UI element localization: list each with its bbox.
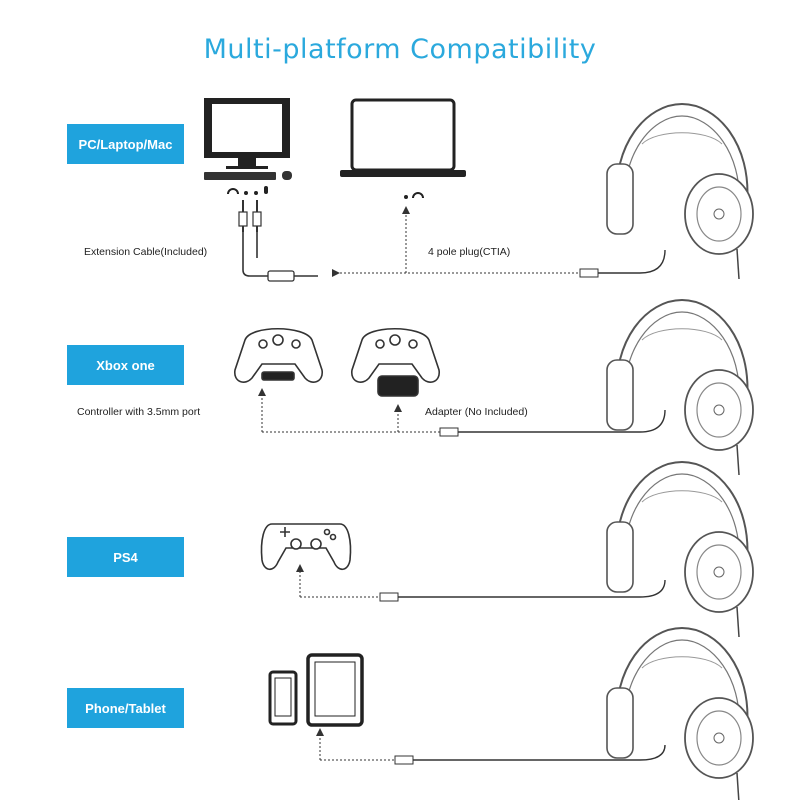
xbox-controller-with-adapter-icon [351, 327, 440, 397]
page-title: Multi-platform Compatibility [203, 34, 597, 65]
headset-icon-xbox [606, 299, 754, 476]
headset-icon-ps4 [606, 461, 754, 638]
section-badge-pc: PC/Laptop/Mac [67, 124, 184, 164]
headset-icon-phone-tablet [606, 627, 754, 800]
section-badge-phone-tablet: Phone/Tablet [67, 688, 184, 728]
controller-port-label: Controller with 3.5mm port [77, 406, 201, 418]
pc-connection-lines [332, 206, 666, 278]
keyboard-icon [204, 171, 292, 180]
pc-jack-icons [227, 186, 424, 199]
phone-icon [268, 670, 298, 726]
four-pole-plug-label: 4 pole plug(CTIA) [428, 246, 511, 258]
extension-cable-label: Extension Cable(Included) [84, 246, 208, 258]
section-badge-xbox: Xbox one [67, 345, 184, 385]
monitor-icon [204, 98, 290, 169]
headset-icon-pc [606, 103, 754, 280]
xbox-connection-lines [258, 388, 666, 437]
ps4-connection-lines [296, 564, 666, 602]
adapter-label: Adapter (No Included) [425, 406, 528, 418]
section-badge-ps4: PS4 [67, 537, 184, 577]
laptop-icon [340, 98, 466, 177]
tablet-icon [306, 653, 364, 727]
ps4-controller-icon [260, 523, 352, 571]
splitter-cable-icon [238, 200, 318, 282]
phone-tablet-connection-lines [316, 728, 666, 765]
xbox-controller-icon [234, 327, 323, 383]
